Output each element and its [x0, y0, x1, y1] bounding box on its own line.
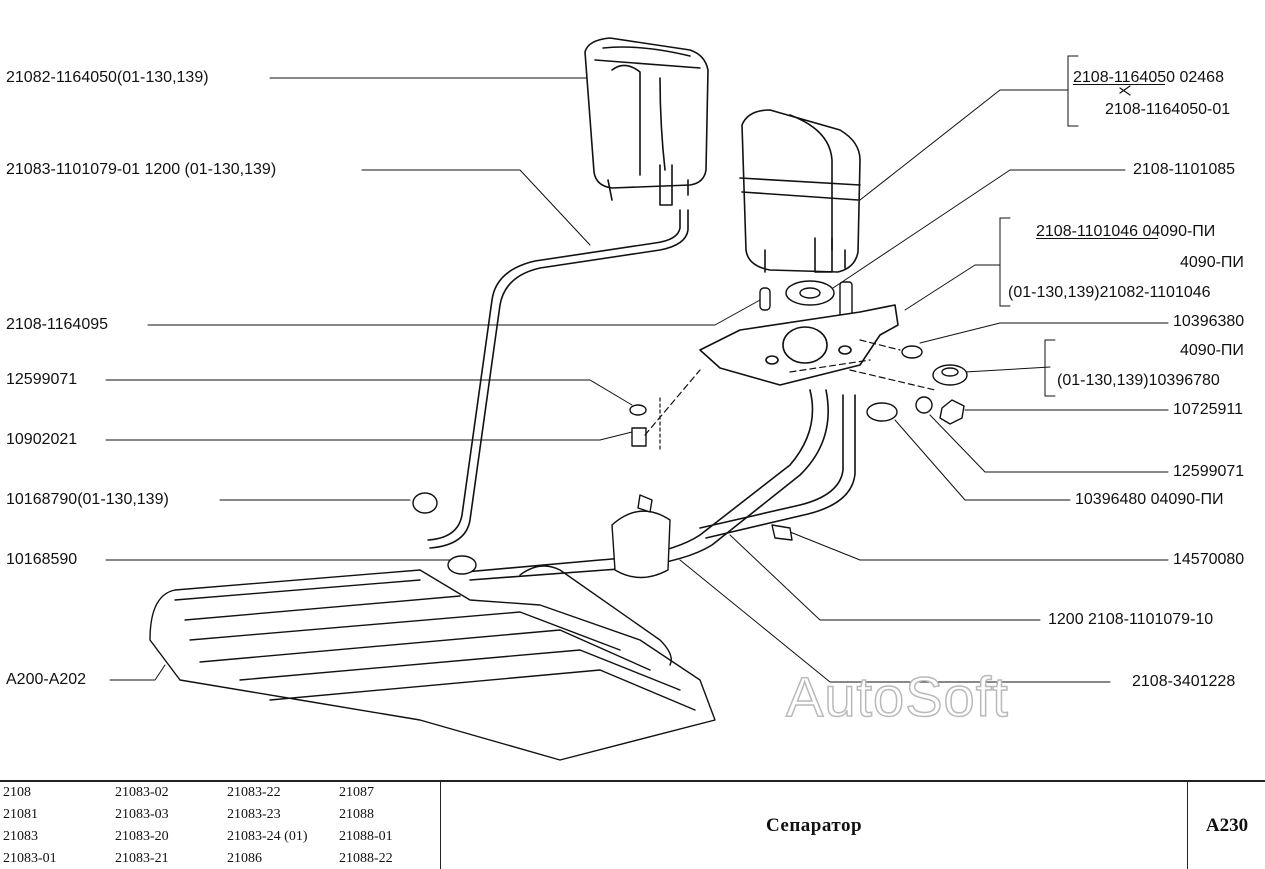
- model-cell: 21088: [339, 807, 374, 822]
- hoses: [427, 209, 856, 581]
- clamps: [412, 492, 793, 579]
- label-part-14570080: 14570080: [1173, 551, 1245, 568]
- label-part-12599071-right: 12599071: [1173, 463, 1245, 480]
- title-block: 2108 21083-02 21083-22 21087 21081 21083…: [0, 780, 1265, 869]
- model-cell: 21086: [227, 851, 262, 866]
- assembly-arrows: [644, 339, 936, 436]
- label-part-2108-1101085: 2108-1101085: [1133, 161, 1236, 178]
- model-cell: 21087: [339, 785, 374, 800]
- label-part-21082-1164050: 21082-1164050(01-130,139): [6, 69, 209, 86]
- label-part-4090-pi-b: 4090-ПИ: [1180, 342, 1244, 359]
- label-part-10396780: (01-130,139)10396780: [1057, 372, 1220, 389]
- label-part-10725911: 10725911: [1173, 401, 1243, 418]
- separator-lower: [739, 109, 861, 273]
- strikethrough-mark: [1036, 238, 1158, 239]
- model-cell: 21083-01: [3, 851, 57, 866]
- label-part-2108-1164050-01: 2108-1164050-01: [1105, 101, 1231, 118]
- model-cell: 21083-03: [115, 807, 169, 822]
- model-cell: 21083-22: [227, 785, 281, 800]
- label-part-10902021: 10902021: [6, 431, 78, 448]
- model-cell: 21083-23: [227, 807, 281, 822]
- model-cell: 2108: [3, 785, 31, 800]
- leader-lines-right: [679, 55, 1169, 683]
- model-cell: 21081: [3, 807, 38, 822]
- label-part-2108-3401228: 2108-3401228: [1132, 673, 1236, 690]
- model-cell: 21088-22: [339, 851, 393, 866]
- label-part-4090-pi-a: 4090-ПИ: [1180, 254, 1244, 271]
- label-part-10168590: 10168590: [6, 551, 78, 568]
- page-number: A230: [1205, 814, 1249, 836]
- model-cell: 21088-01: [339, 829, 393, 844]
- leader-lines-left: [105, 77, 761, 681]
- fuel-tank: [149, 565, 716, 761]
- model-cell: 21083-20: [115, 829, 169, 844]
- label-part-2108-1101079-10: 1200 2108-1101079-10: [1048, 611, 1214, 628]
- strikethrough-mark: [1073, 84, 1165, 85]
- model-cell: 21083-02: [115, 785, 169, 800]
- label-part-21083-1101079: 21083-1101079-01 1200 (01-130,139): [6, 161, 277, 178]
- label-part-10396480: 10396480 04090-ПИ: [1075, 491, 1224, 508]
- model-list: 2108 21083-02 21083-22 21087 21081 21083…: [0, 782, 441, 869]
- label-part-2108-1164050-02468: 2108-1164050 02468: [1073, 69, 1224, 86]
- model-cell: 21083-21: [115, 851, 169, 866]
- bracket: [699, 304, 899, 386]
- label-part-10168790: 10168790(01-130,139): [6, 491, 169, 508]
- model-cell: 21083-24 (01): [227, 829, 308, 844]
- label-part-a200-a202: A200-A202: [6, 671, 87, 688]
- model-cell: 21083: [3, 829, 38, 844]
- diagram-title: Сепаратор: [441, 782, 1188, 869]
- label-part-2108-1101046: 2108-1101046 04090-ПИ: [1036, 223, 1216, 240]
- label-part-2108-1164095: 2108-1164095: [6, 316, 109, 333]
- label-part-12599071-left: 12599071: [6, 371, 78, 388]
- label-part-10396380: 10396380: [1173, 313, 1245, 330]
- label-part-21082-1101046: (01-130,139)21082-1101046: [1008, 284, 1211, 301]
- watermark: AutoSoft: [785, 664, 1009, 729]
- separator-upper: [584, 37, 709, 206]
